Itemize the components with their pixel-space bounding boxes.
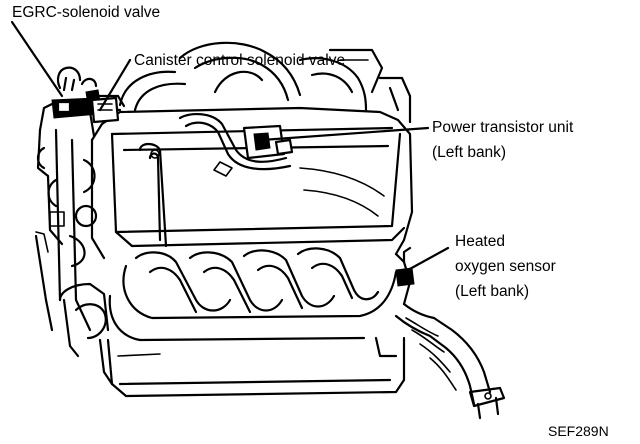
power-transistor-leader-line xyxy=(260,126,430,142)
oxygen-sensor-label-line1: Heated xyxy=(455,233,505,250)
oxygen-sensor-label-line2: oxygen sensor xyxy=(455,258,556,275)
canister-leader-line xyxy=(98,58,132,112)
labels: EGRC-solenoid valve Canister control sol… xyxy=(12,4,609,439)
power-transistor-label-line2: (Left bank) xyxy=(432,144,506,161)
oxygen-sensor-leader-line xyxy=(406,246,450,272)
power-transistor-label-line1: Power transistor unit xyxy=(432,119,574,136)
leader-lines xyxy=(10,20,450,272)
egrc-leader-line xyxy=(10,20,64,98)
canister-label: Canister control solenoid valve xyxy=(134,52,345,69)
figure-code: SEF289N xyxy=(548,423,609,439)
egrc-label: EGRC-solenoid valve xyxy=(12,4,160,21)
oxygen-sensor-label-line3: (Left bank) xyxy=(455,283,529,300)
engine-drawing xyxy=(34,41,506,420)
